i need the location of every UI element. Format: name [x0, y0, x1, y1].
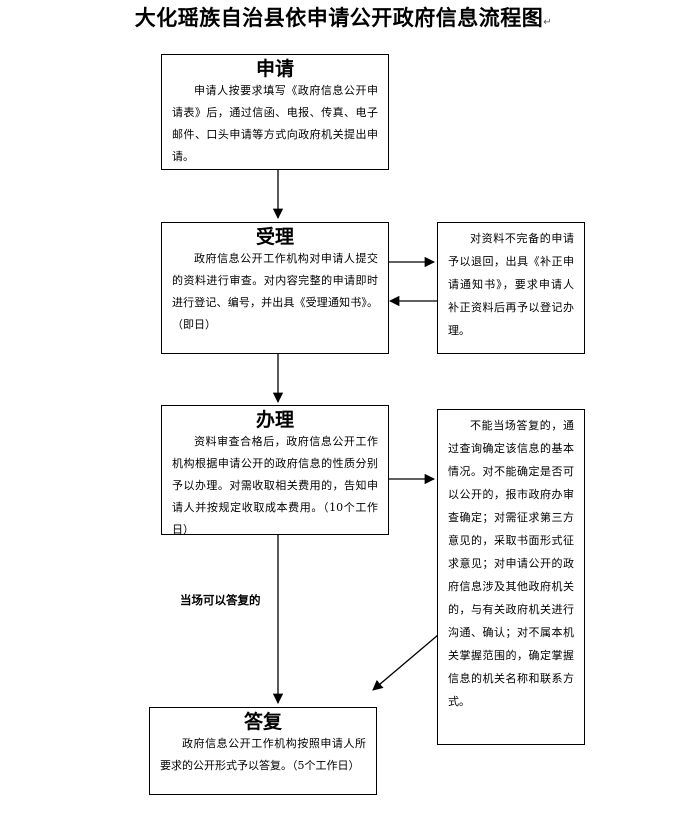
accept-box: 受理 政府信息公开工作机构对申请人提交的资料进行审查。对内容完整的申请即时进行登… — [161, 222, 389, 354]
apply-box: 申请 申请人按要求填写《政府信息公开申请表》后，通过信函、电报、传真、电子邮件、… — [161, 54, 389, 170]
arrow-cannot-reply-to-reply — [372, 634, 439, 691]
return-mark: ↵ — [543, 17, 553, 28]
cannot-reply-description: 不能当场答复的，通过查询确定该信息的基本情况。对不能确定是否可以公开的，报市政府… — [448, 419, 574, 708]
process-heading: 办理 — [255, 409, 294, 431]
reply-heading: 答复 — [243, 711, 282, 733]
incomplete-box: 对资料不完备的申请予以退回，出具《补正申请通知书》，要求申请人补正资料后再予以登… — [437, 222, 585, 354]
accept-description: 政府信息公开工作机构对申请人提交的资料进行审查。对内容完整的申请即时进行登记、编… — [172, 252, 378, 331]
title-text: 大化瑶族自治县依申请公开政府信息流程图 — [134, 6, 544, 30]
reply-description: 政府信息公开工作机构按照申请人所要求的公开形式予以答复。（5个工作日） — [160, 737, 366, 772]
process-box: 办理 资料审查合格后，政府信息公开工作机构根据申请公开的政府信息的性质分别予以办… — [161, 405, 389, 536]
page-title: 大化瑶族自治县依申请公开政府信息流程图↵ — [0, 2, 687, 32]
apply-description: 申请人按要求填写《政府信息公开申请表》后，通过信函、电报、传真、电子邮件、口头申… — [172, 84, 378, 163]
instant-reply-label: 当场可以答复的 — [180, 593, 261, 607]
process-description: 资料审查合格后，政府信息公开工作机构根据申请公开的政府信息的性质分别予以办理。对… — [172, 435, 378, 536]
reply-box: 答复 政府信息公开工作机构按照申请人所要求的公开形式予以答复。（5个工作日） — [149, 707, 377, 795]
cannot-reply-box: 不能当场答复的，通过查询确定该信息的基本情况。对不能确定是否可以公开的，报市政府… — [437, 409, 585, 745]
incomplete-description: 对资料不完备的申请予以退回，出具《补正申请通知书》，要求申请人补正资料后再予以登… — [448, 232, 574, 337]
apply-heading: 申请 — [255, 58, 294, 80]
accept-heading: 受理 — [255, 226, 294, 248]
